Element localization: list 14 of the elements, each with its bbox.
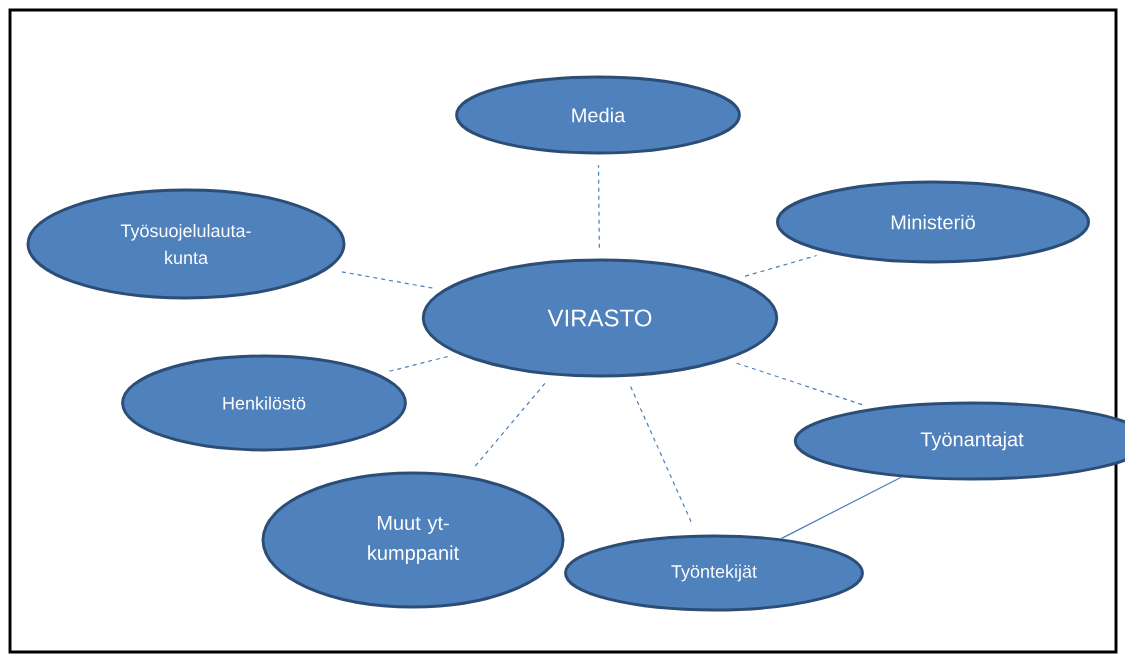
ellipse-node: Media [455, 75, 741, 155]
ellipse-node: Työntekijät [564, 534, 864, 612]
ellipse-node: Muut yt- kumppanit [261, 471, 565, 609]
ellipse-node: Työnantajat [793, 401, 1125, 481]
connector-line [744, 254, 818, 277]
ellipse-node: VIRASTO [421, 258, 779, 378]
connector-line [473, 382, 546, 469]
connector-line [388, 355, 449, 372]
ellipse-node: Henkilöstö [121, 354, 407, 452]
ellipse-node: Ministeriö [775, 180, 1091, 264]
connector-line [780, 476, 902, 540]
connector-line [597, 164, 600, 249]
connector-line [736, 362, 864, 406]
ellipse-node: Työsuojelulauta- kunta [26, 188, 346, 300]
